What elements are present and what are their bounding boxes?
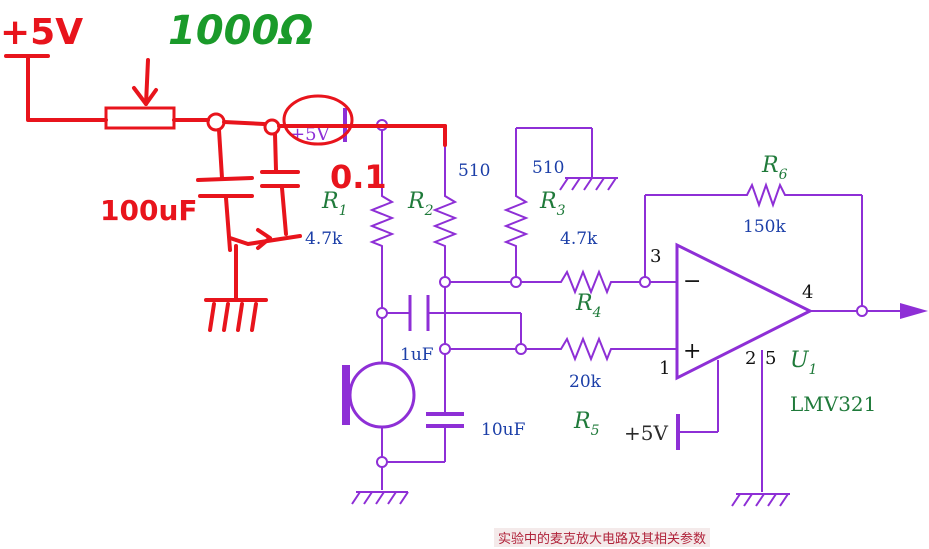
- pin-3-label: 3: [650, 246, 661, 267]
- r5-name: R5: [573, 409, 600, 439]
- resistor-r2: [432, 190, 458, 250]
- u1-part: LMV321: [790, 392, 876, 416]
- ground-icon: [351, 491, 409, 505]
- r6-name: R6: [761, 153, 788, 183]
- c2-value: 10uF: [481, 420, 526, 440]
- capacitor-c1: [408, 295, 430, 331]
- annotation-pot-value: 1000Ω: [168, 8, 313, 54]
- resistor-r6: [742, 181, 790, 209]
- resistor-r3: [503, 190, 529, 250]
- resistor-r5: [555, 336, 617, 362]
- r5-value: 20k: [569, 372, 602, 392]
- r2-name: R2: [407, 189, 434, 219]
- r1-value: 4.7k: [305, 229, 343, 249]
- annotation-supply: +5V: [0, 12, 83, 53]
- opamp-plus-sign: +: [683, 339, 701, 364]
- ground-symbols: [351, 177, 790, 507]
- microphone-icon: [342, 361, 416, 429]
- ground-icon: [559, 177, 618, 191]
- capacitor-c2: [426, 410, 464, 428]
- pin-1-label: 1: [659, 358, 670, 379]
- r2-value: 510: [458, 161, 490, 181]
- c1-value: 1uF: [400, 345, 434, 365]
- figure-caption: 实验中的麦克放大电路及其相关参数: [494, 528, 711, 547]
- resistor-r4: [555, 269, 617, 295]
- output-arrow-icon: [900, 303, 928, 319]
- pin-5-label: 5: [765, 348, 776, 369]
- r3-name: R3: [539, 189, 566, 219]
- opamp-u1: [675, 242, 814, 381]
- r3-value-alt: 4.7k: [560, 229, 598, 249]
- hand-annotations: [4, 54, 447, 332]
- opamp-minus-sign: −: [683, 269, 701, 294]
- r4-name: R4: [575, 291, 602, 321]
- annotation-cap-small: 0.1: [330, 158, 387, 196]
- pin-4-label: 4: [802, 282, 813, 303]
- junctions: [376, 119, 868, 468]
- resistor-r1: [369, 190, 395, 250]
- u1-name: U1: [790, 348, 817, 378]
- supply-op-label: +5V: [624, 421, 668, 445]
- ground-icon: [731, 493, 790, 507]
- annotation-cap-large: 100uF: [100, 194, 198, 227]
- r3-value: 510: [532, 158, 564, 178]
- r1-name: R1: [321, 189, 348, 219]
- r6-value: 150k: [743, 217, 786, 237]
- pin-2-label: 2: [745, 348, 756, 369]
